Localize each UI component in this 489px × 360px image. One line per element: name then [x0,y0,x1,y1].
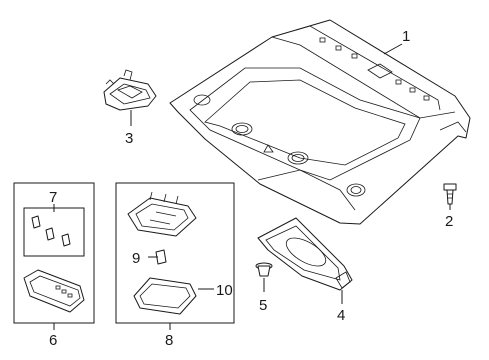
lamp-housing-part [127,191,197,237]
leader-lines [53,43,451,330]
callout-10: 10 [216,282,233,299]
mount-plate-part [257,217,353,291]
clip-bracket-part [103,69,157,111]
callout-7: 7 [49,189,57,206]
headliner-panel-part [169,19,471,225]
sub-box-7 [23,207,85,257]
dome-lamp-part [23,269,85,313]
retainer-clip-part [255,262,273,277]
callout-6: 6 [49,332,57,349]
callout-4: 4 [337,307,345,324]
bulbs-part [31,215,71,247]
callout-3: 3 [125,130,133,147]
callout-5: 5 [259,297,267,314]
callout-9: 9 [132,250,140,267]
leader-1 [383,43,403,55]
screw-clip-part [443,183,457,205]
callout-1: 1 [402,28,410,45]
small-bulb-part [155,249,167,265]
lens-cover-part [133,277,197,315]
callout-8: 8 [165,332,173,349]
group-box-8 [115,182,235,324]
callout-2: 2 [445,213,453,230]
